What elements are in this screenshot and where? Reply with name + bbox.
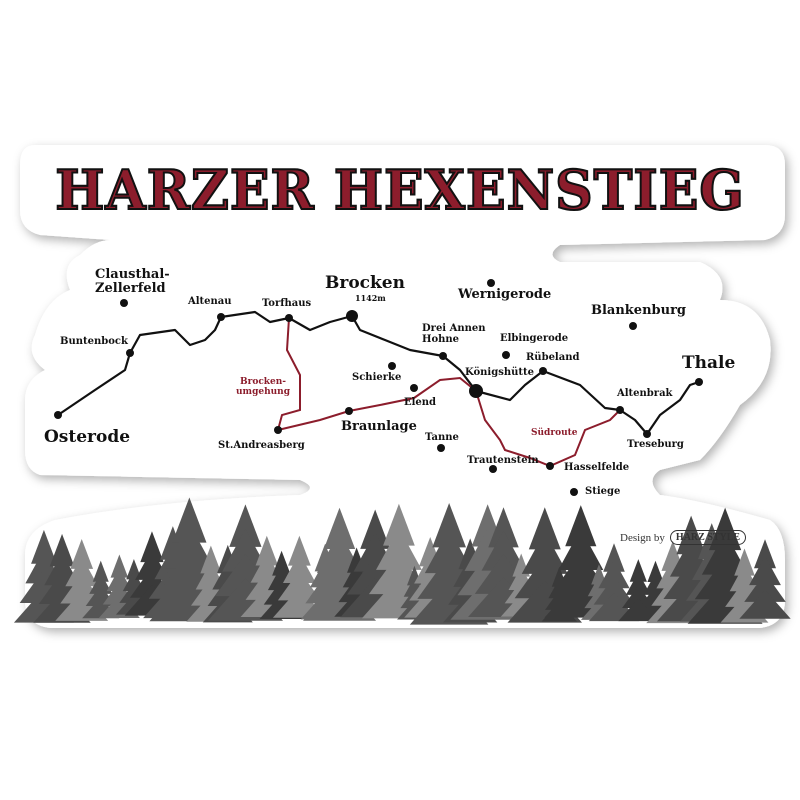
town-dot [126,349,134,357]
town-dot [695,378,703,386]
label-hasselfelde: Hasselfelde [564,462,630,473]
town-dot [437,444,445,452]
label-altenau: Altenau [188,296,232,307]
town-dot [439,352,447,360]
label-tanne: Tanne [425,432,459,443]
town-dot [217,313,225,321]
town-dot [489,465,497,473]
town-dot [345,407,353,415]
designer-credit: Design by HARZ STYLE [620,530,747,545]
town-dot [487,279,495,287]
town-dot [546,462,554,470]
label-elbingerode: Elbingerode [500,333,569,344]
brand-logo: HARZ STYLE [669,530,747,545]
town-dot [54,411,62,419]
label-blankenburg: Blankenburg [591,303,687,318]
label-osterode: Osterode [44,427,131,447]
label-koenigshuette: Königshütte [465,367,534,378]
label-brockenumgehung: Brocken- umgehung [236,377,291,397]
town-dot [643,430,651,438]
town-dot [285,314,293,322]
route-brockenumgehung [277,317,301,431]
label-thale: Thale [682,353,736,373]
town-dot [616,406,624,414]
tree [739,539,791,619]
town-dot [388,362,396,370]
label-brocken-height: 1142m [355,293,386,303]
label-braunlage: Braunlage [341,419,417,434]
town-dot [274,426,282,434]
label-ruebeland: Rübeland [526,352,580,363]
label-clausthal: Clausthal- Zellerfeld [95,267,170,296]
town-dot [469,384,483,398]
label-st-andreasberg: St.Andreasberg [218,440,305,451]
route-main [57,310,700,436]
label-brocken: Brocken [325,273,405,293]
label-torfhaus: Torfhaus [262,298,312,309]
town-dot [120,299,128,307]
town-dot [410,384,418,392]
label-buntenbock: Buntenbock [60,336,128,347]
route-suedroute [475,390,621,468]
label-schierke: Schierke [352,372,402,383]
town-dot [570,488,578,496]
label-wernigerode: Wernigerode [458,287,552,302]
town-dot [502,351,510,359]
title: HARZER HEXENSTIEG [54,157,745,223]
label-suedroute: Südroute [531,428,578,438]
label-elend: Elend [404,397,437,408]
label-stiege: Stiege [585,486,621,497]
town-dots [54,279,703,496]
town-dot [346,310,358,322]
label-trautenstein: Trautenstein [467,455,539,466]
forest [13,497,791,625]
label-altenbrak: Altenbrak [617,388,673,399]
label-treseburg: Treseburg [627,439,684,450]
town-dot [629,322,637,330]
route-south-main [277,376,477,431]
credit-prefix: Design by [620,531,665,544]
town-dot [539,367,547,375]
label-drei-annen-hohne: Drei Annen Hohne [422,323,486,345]
